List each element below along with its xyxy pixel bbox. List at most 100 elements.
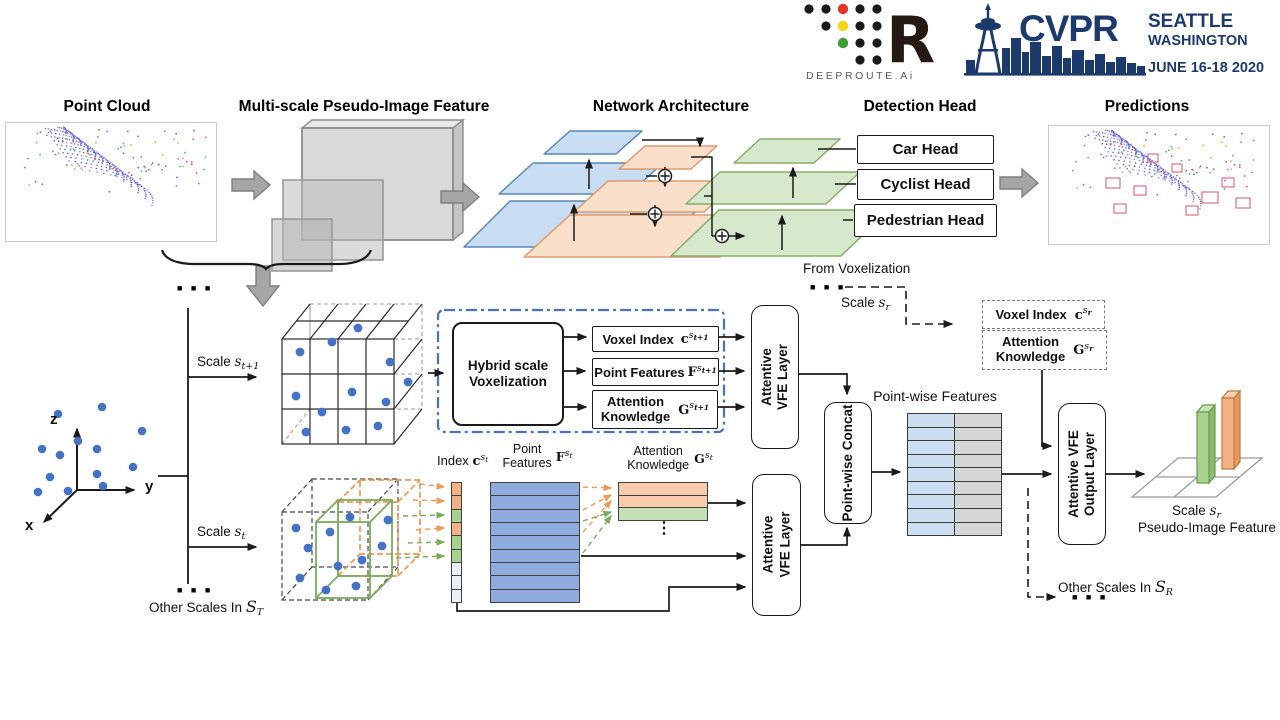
index-cell [451, 495, 462, 510]
feature-row [490, 521, 580, 537]
pointwise-row [907, 426, 1002, 442]
detection-box [1113, 203, 1127, 214]
network-architecture-drawing [463, 130, 890, 258]
pointwise-row [907, 480, 1002, 496]
feature-row [490, 548, 580, 563]
arrow-down-icon [245, 265, 281, 308]
other-scales-T-label: Other Scales In ST [149, 597, 264, 618]
arrow-right-icon [231, 169, 272, 201]
scale-trunk [158, 308, 258, 584]
attention-row [618, 482, 708, 496]
deeproute-brand-text: DEEPROUTE.Ai [806, 70, 915, 82]
pointwise-row [907, 507, 1002, 523]
detection-title: Detection Head [863, 98, 977, 115]
detection-box [1235, 197, 1251, 209]
deeproute-yellow-dot [837, 20, 849, 32]
pointwise-cell-blue [907, 521, 955, 537]
index-cell [451, 575, 462, 590]
pedestrian-head-box: Pedestrian Head [854, 204, 997, 237]
detection-box [1147, 153, 1159, 163]
feature-row [490, 495, 580, 510]
plus-circle-icon [647, 168, 730, 244]
voxel-cubes-t [281, 478, 421, 601]
scale-r-out-label: Scale sr [1172, 503, 1222, 521]
from-voxelization-label: From Voxelization [803, 261, 911, 276]
voxel-dots [291, 323, 413, 437]
detection-box [1221, 177, 1235, 188]
pointwise-row [907, 440, 1002, 455]
axis-x-label: x [25, 517, 34, 534]
voxel-index-column [451, 482, 462, 603]
index-cell [451, 548, 462, 563]
predictions-image [1048, 125, 1270, 245]
pointwise-cell-gray [954, 413, 1002, 428]
feature-row [490, 575, 580, 590]
other-scales-R-label: Other Scales In SR [1058, 577, 1173, 598]
orange-feature-stack [523, 145, 767, 258]
pointwise-concat-box: Point-wise Concat [824, 402, 872, 524]
point-cloud-title: Point Cloud [63, 98, 151, 115]
brace [160, 249, 373, 271]
cyclist-head-box: Cyclist Head [857, 169, 994, 200]
pseudo-image-output [1130, 389, 1264, 498]
voxel-index-t1-box: Voxel Index cst+1 [592, 326, 719, 352]
cvpr-logo: CVPR SEATTLE WASHINGTON JUNE 16-18 2020 [964, 3, 1264, 76]
feature-row [490, 588, 580, 603]
pointwise-features-table [907, 413, 1002, 537]
pointwise-cell-blue [907, 494, 955, 509]
attention-row [618, 494, 708, 509]
car-head-box: Car Head [857, 135, 994, 164]
pointwise-cell-blue [907, 440, 955, 455]
index-cell [451, 535, 462, 550]
index-cell [451, 508, 462, 523]
point-cloud-image [5, 122, 217, 242]
vertical-dots: ⋮ [656, 520, 672, 537]
pointwise-cell-gray [954, 467, 1002, 482]
pointwise-cell-blue [907, 426, 955, 442]
feature-row [490, 508, 580, 523]
scale-t-label: Scale st [197, 524, 246, 542]
axis-y-label: y [145, 478, 154, 495]
pointwise-cell-gray [954, 453, 1002, 469]
cvpr-city: SEATTLE [1148, 11, 1233, 32]
deeproute-logo: R [804, 3, 935, 78]
detection-box [1105, 177, 1121, 189]
pointwise-cell-blue [907, 467, 955, 482]
deeproute-green-dot [837, 37, 849, 49]
ellipsis-top: ■ ■ ■ [177, 283, 214, 293]
index-cell [451, 588, 462, 603]
voxel-dots [291, 512, 393, 595]
pseudo-image-slabs [271, 118, 465, 272]
seattle-skyline-icon [964, 3, 1146, 76]
detection-box [1185, 205, 1199, 216]
detection-box [1201, 191, 1219, 204]
pointwise-row [907, 494, 1002, 509]
pointwise-cell-gray [954, 494, 1002, 509]
ellipsis-bottom: ■ ■ ■ [177, 585, 214, 595]
pointwise-row [907, 453, 1002, 469]
voxel-grid-t1 [281, 303, 423, 445]
arrow-right-icon [999, 167, 1040, 199]
cvpr-dates: JUNE 16-18 2020 [1148, 60, 1264, 76]
point-features-t1-box: Point Features Fst+1 [592, 358, 719, 386]
arrow-right-icon [440, 181, 481, 213]
point-features-table [490, 482, 580, 603]
deeproute-red-dot [837, 3, 849, 15]
ellipsis-voxelization: ■ ■ ■ [810, 282, 847, 292]
pointwise-cell-gray [954, 480, 1002, 496]
pointwise-row [907, 467, 1002, 482]
pointwise-row [907, 521, 1002, 537]
feature-to-attention-links [582, 484, 613, 554]
axis-z-label: z [50, 411, 58, 428]
pseudo-image-feature-label: Pseudo-Image Feature [1137, 520, 1277, 535]
voxel-index-r-box: Voxel Index csr [982, 300, 1105, 329]
